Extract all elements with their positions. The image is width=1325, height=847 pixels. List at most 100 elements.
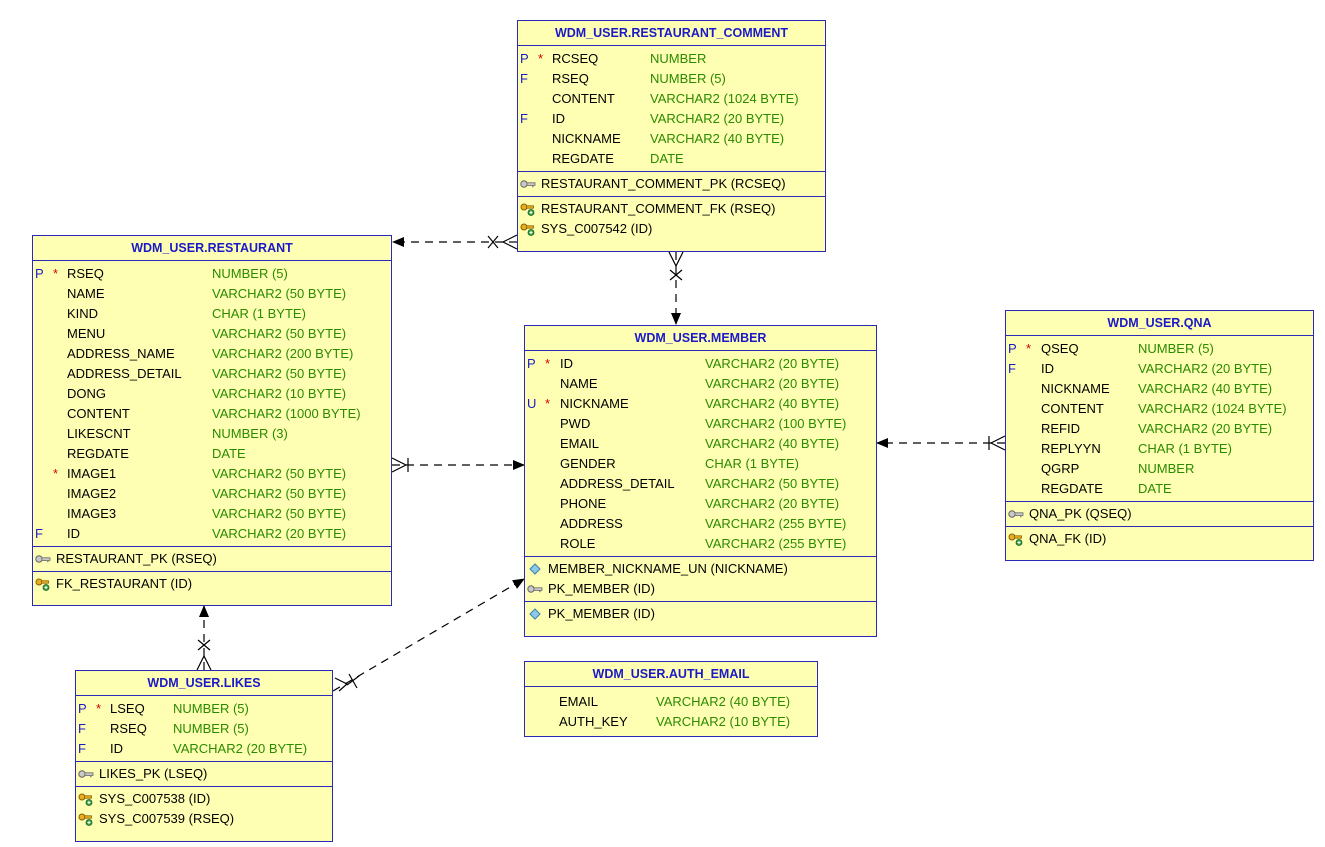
primary-key-row[interactable]: RESTAURANT_PK (RSEQ) (33, 549, 391, 569)
key-label: MEMBER_NICKNAME_UN (NICKNAME) (548, 561, 788, 576)
foreign-key-row[interactable]: SYS_C007539 (RSEQ) (76, 809, 332, 829)
relationship-qna-member[interactable] (876, 435, 1006, 451)
key-row[interactable]: PK_MEMBER (ID) (525, 579, 876, 599)
key-row[interactable]: PK_MEMBER (ID) (525, 604, 876, 624)
foreign-key-icon (520, 222, 536, 236)
relationship-comment-restaurant[interactable] (392, 234, 518, 250)
column-type: CHAR (1 BYTE) (705, 456, 799, 471)
column-required-flag: * (96, 701, 102, 716)
foreign-key-row[interactable]: SYS_C007538 (ID) (76, 789, 332, 809)
relationship-likes-restaurant[interactable] (196, 605, 212, 671)
column-name: DONG (67, 386, 106, 401)
foreign-key-section: RESTAURANT_COMMENT_FK (RSEQ)SYS_C007542 … (518, 196, 825, 241)
column-key-flag: F (78, 741, 86, 756)
column-name: RSEQ (110, 721, 147, 736)
relationship-restaurant-member[interactable] (391, 457, 525, 473)
column-row[interactable]: CONTENT VARCHAR2 (1024 BYTE) (518, 89, 825, 109)
column-key-flag: F (520, 71, 528, 86)
key-row[interactable]: MEMBER_NICKNAME_UN (NICKNAME) (525, 559, 876, 579)
column-key-flag: P (78, 701, 87, 716)
column-type: VARCHAR2 (20 BYTE) (173, 741, 308, 756)
relationship-comment-member[interactable] (668, 251, 684, 325)
column-name: KIND (67, 306, 99, 321)
foreign-key-row[interactable]: FK_RESTAURANT (ID) (33, 574, 391, 594)
key-label: LIKES_PK (LSEQ) (99, 766, 208, 781)
foreign-key-section: SYS_C007538 (ID)SYS_C007539 (RSEQ) (76, 786, 332, 831)
column-name: IMAGE1 (67, 466, 117, 481)
column-type: VARCHAR2 (255 BYTE) (705, 536, 847, 551)
relationship-likes-member[interactable] (332, 578, 525, 692)
column-type: VARCHAR2 (1024 BYTE) (650, 91, 799, 106)
entity-title: WDM_USER.RESTAURANT (33, 236, 391, 261)
primary-key-row[interactable]: QNA_PK (QSEQ) (1006, 504, 1313, 524)
column-type: NUMBER (5) (173, 701, 249, 716)
foreign-key-section: QNA_FK (ID) (1006, 526, 1313, 551)
foreign-key-row[interactable]: SYS_C007542 (ID) (518, 219, 825, 239)
column-type: VARCHAR2 (40 BYTE) (705, 436, 840, 451)
primary-key-icon (520, 177, 536, 191)
column-type: VARCHAR2 (1024 BYTE) (1138, 401, 1287, 416)
primary-key-row[interactable]: RESTAURANT_COMMENT_PK (RCSEQ) (518, 174, 825, 194)
foreign-key-row[interactable]: QNA_FK (ID) (1006, 529, 1313, 549)
column-name: CONTENT (552, 91, 615, 106)
foreign-key-icon (78, 812, 94, 826)
column-type: DATE (212, 446, 246, 461)
column-type: VARCHAR2 (50 BYTE) (705, 476, 840, 491)
foreign-key-icon (1008, 532, 1024, 546)
column-required-flag: * (53, 466, 59, 481)
entity-title: WDM_USER.AUTH_EMAIL (525, 662, 817, 687)
foreign-key-row[interactable]: RESTAURANT_COMMENT_FK (RSEQ) (518, 199, 825, 219)
primary-key-row[interactable]: LIKES_PK (LSEQ) (76, 764, 332, 784)
column-key-flag: F (35, 526, 43, 541)
